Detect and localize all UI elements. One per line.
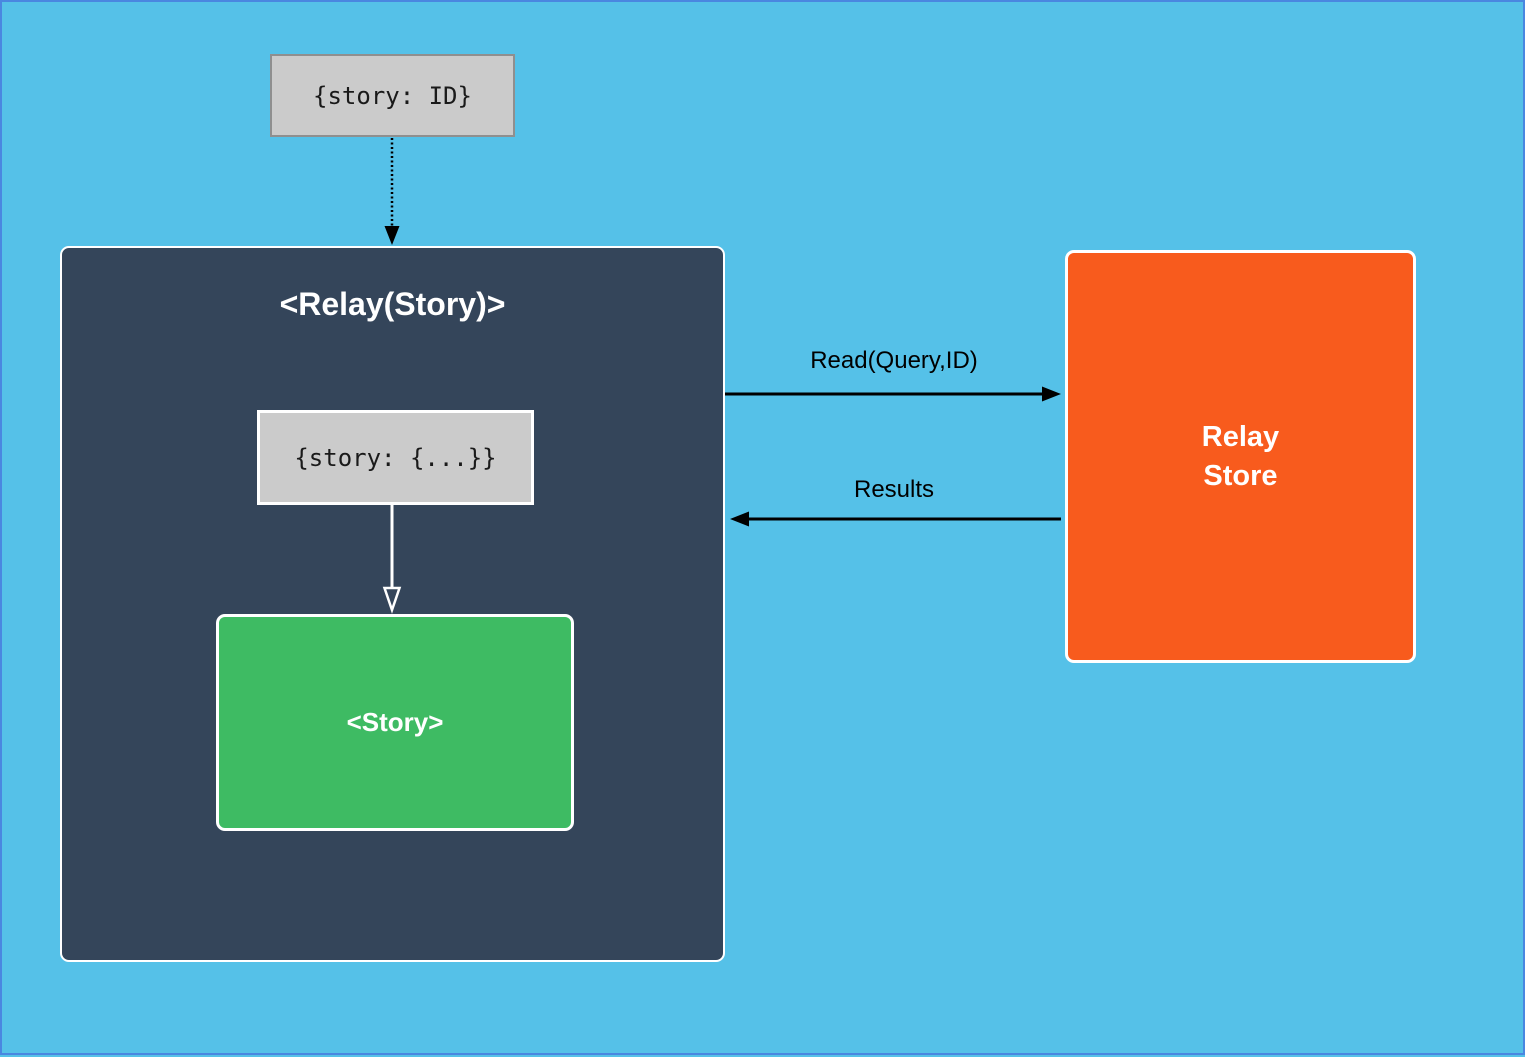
props-input-text: {story: ID} [313, 81, 472, 110]
relay-story-title: <Relay(Story)> [279, 286, 506, 322]
relay-store-box: Relay Store [1065, 250, 1416, 663]
story-component-box: <Story> [216, 614, 574, 831]
story-component-label: <Story> [346, 707, 444, 737]
relay-story-container: <Relay(Story)> {story: {...}} <Story> [60, 246, 725, 962]
results-arrow [730, 511, 1061, 527]
results-arrow-label: Results [853, 476, 935, 503]
resolved-props-box: {story: {...}} [257, 410, 534, 505]
relay-store-label: Relay Store [1201, 420, 1280, 492]
props-input-box: {story: ID} [270, 54, 515, 137]
read-arrow-label: Read(Query,ID) [810, 347, 978, 374]
resolved-props-text: {story: {...}} [294, 443, 497, 472]
read-arrow [725, 386, 1061, 402]
props-arrow [384, 138, 400, 245]
